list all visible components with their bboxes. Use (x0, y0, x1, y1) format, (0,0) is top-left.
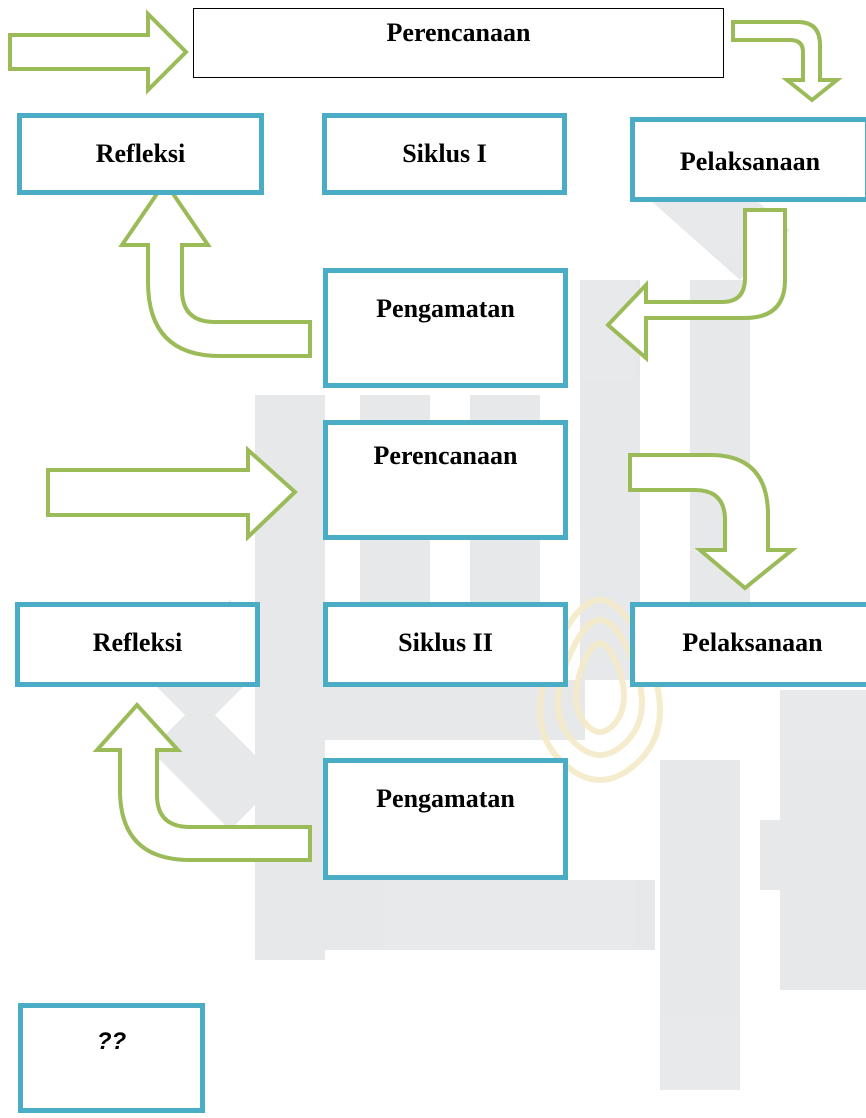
plan-box-cycle-2: Perencanaan (323, 420, 568, 540)
observe-box-cycle-1: Pengamatan (323, 268, 568, 388)
reflect-box-cycle-1: Refleksi (17, 113, 264, 195)
reflect-label-cycle-1: Refleksi (95, 139, 186, 168)
entry-arrow-cycle-1 (8, 9, 189, 95)
plan-label-cycle-2: Perencanaan (373, 441, 518, 470)
act-label-cycle-1: Pelaksanaan (679, 147, 821, 176)
act-to-observe-arrow-1 (605, 208, 787, 363)
act-box-cycle-1: Pelaksanaan (630, 117, 866, 202)
cycle-box-2: Siklus II (323, 602, 568, 687)
plan-to-act-arrow-2 (628, 453, 798, 591)
entry-arrow-cycle-2 (46, 445, 298, 542)
reflect-label-cycle-2: Refleksi (92, 628, 183, 657)
observe-label-cycle-2: Pengamatan (376, 784, 515, 813)
plan-box-cycle-1: Perencanaan (193, 8, 724, 78)
cycle-box-1: Siklus I (322, 113, 567, 195)
observe-to-reflect-arrow-2 (92, 702, 312, 862)
observe-label-cycle-1: Pengamatan (376, 294, 515, 323)
observe-to-reflect-arrow-1 (118, 178, 312, 358)
act-box-cycle-2: Pelaksanaan (630, 602, 866, 687)
cycle-label-1: Siklus I (402, 139, 487, 168)
cycle-label-2: Siklus II (398, 628, 493, 657)
observe-box-cycle-2: Pengamatan (323, 758, 568, 880)
next-cycle-box: ?? (18, 1003, 205, 1113)
plan-to-act-arrow-1 (731, 20, 843, 103)
next-cycle-label: ?? (96, 1028, 127, 1055)
reflect-box-cycle-2: Refleksi (15, 602, 260, 687)
plan-label-cycle-1: Perencanaan (386, 18, 531, 47)
act-label-cycle-2: Pelaksanaan (682, 628, 823, 657)
